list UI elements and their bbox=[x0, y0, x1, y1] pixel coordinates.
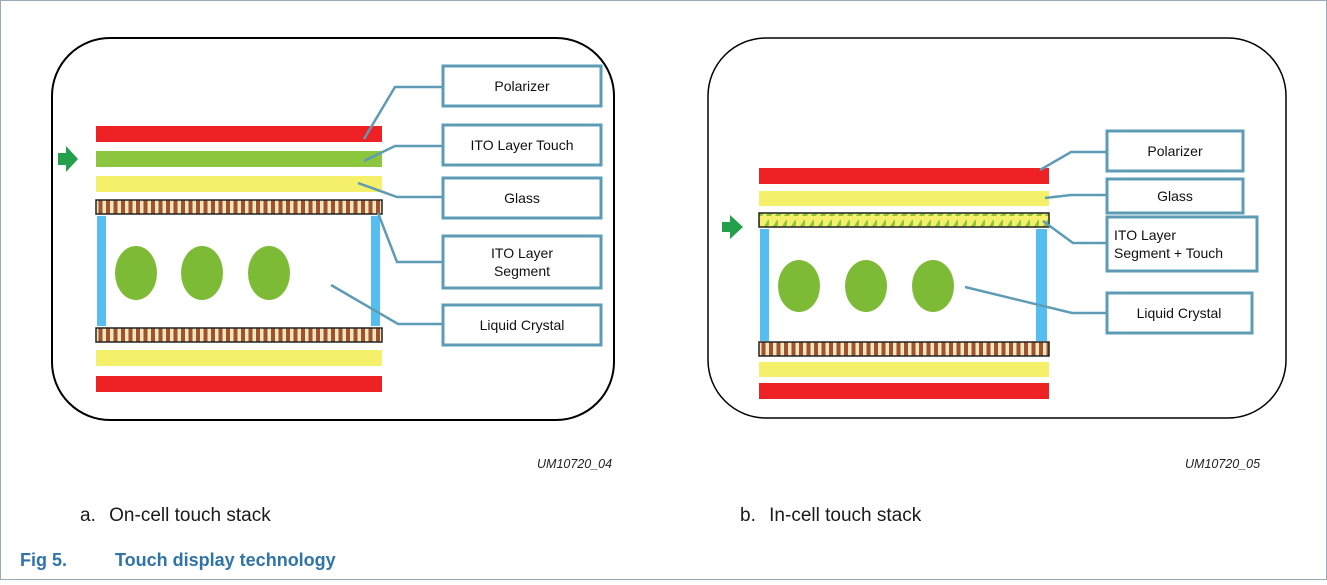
panel-a-caption-text: On-cell touch stack bbox=[109, 505, 271, 526]
b-ito-segment-layer-bottom bbox=[758, 341, 1050, 357]
a-label-ito-segment-1: ITO Layer bbox=[491, 245, 553, 261]
b-label-polarizer: Polarizer bbox=[1147, 143, 1203, 159]
a-label-polarizer: Polarizer bbox=[494, 78, 550, 94]
b-crystal-3 bbox=[912, 260, 954, 312]
a-label-ito-touch: ITO Layer Touch bbox=[471, 137, 574, 153]
a-callout-polarizer bbox=[441, 64, 603, 108]
b-ito-segment-touch-layer bbox=[758, 212, 1050, 228]
a-ito-touch-layer bbox=[96, 151, 382, 167]
a-crystal-1 bbox=[115, 246, 157, 300]
a-callout-ito-touch bbox=[441, 123, 603, 167]
panel-b-caption-text: In-cell touch stack bbox=[769, 505, 922, 526]
b-polarizer-layer-top bbox=[759, 168, 1049, 184]
b-glass-layer-bottom bbox=[759, 362, 1049, 377]
figure-title-text: Touch display technology bbox=[115, 550, 336, 570]
a-label-liquid-crystal: Liquid Crystal bbox=[480, 317, 565, 333]
a-callout-glass bbox=[441, 176, 603, 220]
a-ito-segment-layer-top bbox=[95, 199, 383, 215]
b-crystal-2 bbox=[845, 260, 887, 312]
panel-a-caption-letter: a. bbox=[80, 505, 96, 526]
b-callout-glass bbox=[1105, 177, 1245, 215]
b-glass-layer-top bbox=[759, 191, 1049, 206]
panel-b: Polarizer Glass ITO Layer Segment + Touc… bbox=[707, 37, 1287, 419]
a-ito-segment-layer-bottom bbox=[95, 327, 383, 343]
a-label-glass: Glass bbox=[504, 190, 540, 206]
b-label-glass: Glass bbox=[1157, 188, 1193, 204]
panel-a-image-id: UM10720_04 bbox=[537, 457, 613, 471]
panel-b-caption-letter: b. bbox=[740, 505, 756, 526]
a-callout-ito-segment bbox=[441, 234, 603, 290]
b-leader-lines bbox=[964, 150, 1107, 315]
b-callout-ito-combined bbox=[1105, 215, 1259, 273]
b-label-ito-combined-2: Segment + Touch bbox=[1114, 245, 1223, 261]
b-callout-polarizer bbox=[1105, 129, 1245, 173]
b-crystal-1 bbox=[778, 260, 820, 312]
panel-b-image-id: UM10720_05 bbox=[1185, 457, 1261, 471]
b-callout-liquid-crystal bbox=[1105, 291, 1254, 335]
a-crystal-2 bbox=[181, 246, 223, 300]
a-callout-liquid-crystal bbox=[441, 303, 603, 347]
b-label-ito-combined-1: ITO Layer bbox=[1114, 227, 1176, 243]
a-callouts: Polarizer ITO Layer Touch Glass ITO Laye… bbox=[441, 64, 603, 347]
b-spacer-right bbox=[1036, 229, 1047, 341]
figure-title: Fig 5. Touch display technology bbox=[20, 550, 336, 571]
figure-number: Fig 5. bbox=[20, 550, 68, 570]
a-polarizer-layer-bottom bbox=[96, 376, 382, 392]
panel-a-caption: a. On-cell touch stack bbox=[80, 505, 271, 527]
arrow-right-icon bbox=[58, 146, 78, 172]
b-spacer-left bbox=[760, 229, 769, 341]
a-glass-layer-top bbox=[96, 176, 382, 192]
a-leader-lines bbox=[330, 85, 443, 326]
panel-a: Polarizer ITO Layer Touch Glass ITO Laye… bbox=[51, 37, 615, 421]
a-label-ito-segment-2: Segment bbox=[494, 263, 550, 279]
a-glass-layer-bottom bbox=[96, 350, 382, 366]
a-polarizer-layer-top bbox=[96, 126, 382, 142]
a-spacer-right bbox=[371, 216, 380, 326]
b-label-liquid-crystal: Liquid Crystal bbox=[1137, 305, 1222, 321]
panel-b-caption: b. In-cell touch stack bbox=[740, 505, 921, 527]
b-polarizer-layer-bottom bbox=[759, 383, 1049, 399]
arrow-right-icon bbox=[722, 215, 743, 239]
a-crystal-3 bbox=[248, 246, 290, 300]
a-spacer-left bbox=[97, 216, 106, 326]
b-callouts: Polarizer Glass ITO Layer Segment + Touc… bbox=[1105, 129, 1259, 335]
